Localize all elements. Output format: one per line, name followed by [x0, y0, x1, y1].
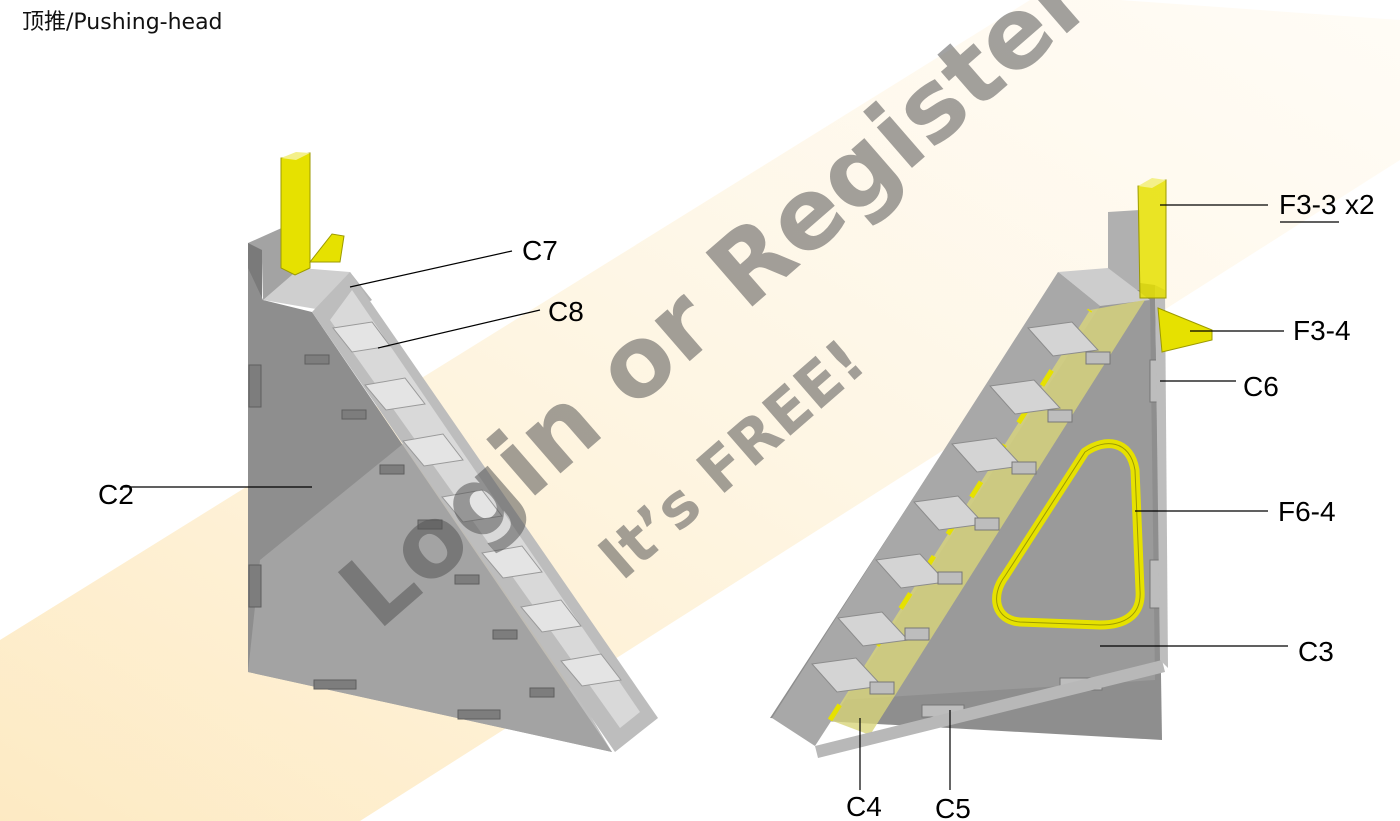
label-c3: C3 [1298, 636, 1334, 667]
label-c6: C6 [1243, 371, 1279, 402]
leader-c7 [349, 250, 513, 288]
label-c2: C2 [98, 479, 134, 510]
f3-3-bar-right [1137, 179, 1167, 299]
label-f3-3-qty: x2 [1345, 189, 1375, 220]
label-f3-3: F3-3 [1279, 189, 1337, 220]
right-assembly [770, 178, 1213, 758]
f3-3-bar-left [280, 152, 311, 276]
leader-c8 [377, 309, 541, 349]
right-steps [811, 321, 1100, 693]
label-c7: C7 [522, 235, 558, 266]
f3-4-bracket-left [308, 233, 345, 263]
label-f6-4: F6-4 [1278, 496, 1336, 527]
label-c5: C5 [935, 793, 971, 821]
label-f3-4: F3-4 [1293, 315, 1351, 346]
label-c8: C8 [548, 296, 584, 327]
page-title: 顶推/Pushing-head [22, 10, 223, 35]
label-c4: C4 [846, 791, 882, 821]
left-assembly [248, 152, 658, 752]
c8-steps [332, 321, 622, 687]
c2-slots [248, 354, 555, 720]
f3-4-bracket-right [1157, 307, 1213, 353]
leader-lines [122, 204, 1339, 790]
c6-top-plate [1058, 268, 1150, 306]
